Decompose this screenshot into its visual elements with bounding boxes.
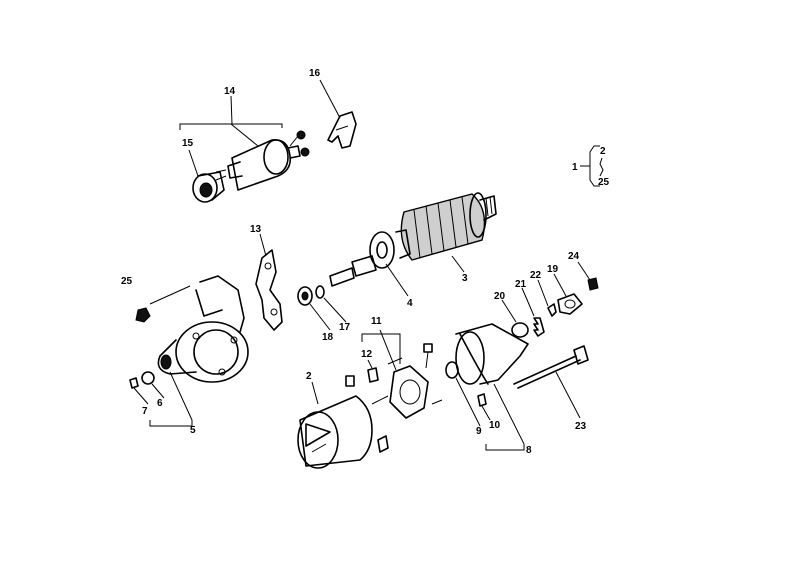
callout-6: 6 <box>157 398 163 409</box>
callout-8: 8 <box>526 445 532 456</box>
callout-25: 25 <box>121 276 133 287</box>
drive-end-housing <box>157 275 249 383</box>
plug-7 <box>129 377 139 389</box>
armature <box>329 192 497 287</box>
callout-21: 21 <box>515 279 527 290</box>
washer-18 <box>297 286 313 306</box>
callout-18: 18 <box>322 332 334 343</box>
screw-24 <box>587 277 599 291</box>
callout-20: 20 <box>494 291 506 302</box>
yoke-housing <box>297 375 389 469</box>
callout-9: 9 <box>476 426 482 437</box>
callout-15: 15 <box>182 138 194 149</box>
screw-10 <box>477 393 487 407</box>
callout-5: 5 <box>190 425 196 436</box>
brush-holder <box>371 343 443 419</box>
part-range-bracket <box>580 145 604 187</box>
callout-10: 10 <box>489 420 501 431</box>
callout-14: 14 <box>224 86 236 97</box>
cover-plate-19 <box>557 293 583 315</box>
solenoid-plunger <box>192 171 225 203</box>
end-cover <box>455 323 529 385</box>
callout-4: 4 <box>407 298 413 309</box>
screw-12 <box>367 367 379 383</box>
callout-22: 22 <box>530 270 542 281</box>
callout-23: 23 <box>575 421 587 432</box>
shift-lever <box>255 249 283 331</box>
spring-21 <box>533 317 545 337</box>
callout-12: 12 <box>361 349 373 360</box>
through-bolt <box>513 345 589 389</box>
callout-11: 11 <box>371 316 382 327</box>
nut-25 <box>135 307 151 323</box>
washer-17 <box>315 285 325 299</box>
leader-lines <box>133 79 591 451</box>
callout-3: 3 <box>462 273 468 284</box>
bushing-6 <box>141 371 155 385</box>
callout-labels: 14 16 15 1 2 25 13 3 24 25 20 21 22 19 4… <box>121 68 610 456</box>
callout-1: 1 <box>572 162 578 173</box>
callout-7: 7 <box>142 406 148 417</box>
callout-2: 2 <box>306 371 312 382</box>
callout-17: 17 <box>339 322 351 333</box>
callout-2-range: 2 <box>600 146 606 157</box>
clip-22 <box>547 303 557 317</box>
callout-19: 19 <box>547 264 559 275</box>
mounting-bracket <box>327 111 357 149</box>
callout-25-range: 25 <box>598 177 610 188</box>
callout-24: 24 <box>568 251 580 262</box>
callout-13: 13 <box>250 224 262 235</box>
cap-20 <box>511 322 529 338</box>
washer-9 <box>445 361 459 379</box>
callout-16: 16 <box>309 68 321 79</box>
solenoid-assembly <box>215 130 310 191</box>
